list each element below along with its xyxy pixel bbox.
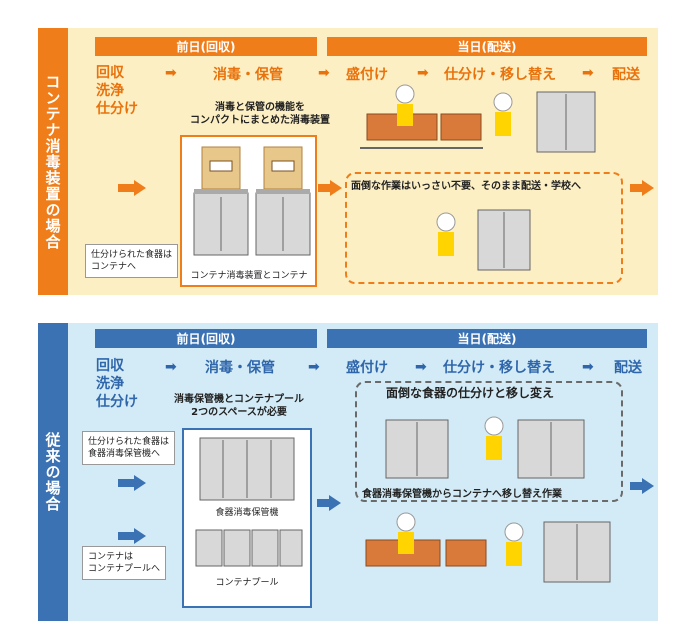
step-sort-transfer-bottom: 仕分け・移し替え: [443, 360, 555, 376]
serving-workers-bottom-illustration: [365, 512, 611, 583]
flow-arrow-icon: [118, 180, 146, 196]
dashed-box-bottom: [355, 381, 623, 502]
arrow-icon: ➡: [318, 65, 330, 81]
step-sort-transfer-top: 仕分け・移し替え: [444, 67, 556, 83]
arrow-icon: ➡: [165, 359, 177, 375]
note2-bottom: コンテナは コンテナプールへ: [82, 546, 167, 580]
sterilizer-machines-illustration: [193, 146, 311, 256]
header-prev-day-bottom: 前日(回収): [95, 329, 317, 348]
dashed-box-top: [345, 172, 623, 284]
container-pool-label: コンテナプール: [215, 578, 279, 588]
step-sterilize-store-top: 消毒・保管: [213, 67, 283, 83]
arrow-icon: ➡: [165, 65, 177, 81]
step-deliver-bottom: 配送: [614, 360, 642, 376]
flow-arrow-icon: [118, 475, 146, 491]
note1-bottom: 仕分けられた食器は 食器消毒保管機へ: [82, 431, 176, 465]
callout-bottom: 消毒保管機とコンテナプール 2つのスペースが必要: [174, 394, 304, 418]
step-serve-top: 盛付け: [346, 67, 388, 83]
dashed-caption-bottom: 食器消毒保管機からコンテナへ移し替え作業: [362, 489, 562, 500]
sterilizer-label: コンテナ消毒装置とコンテナ: [190, 271, 308, 281]
arrow-icon: ➡: [415, 359, 427, 375]
serving-workers-illustration: [360, 84, 596, 153]
flow-arrow-icon: [318, 180, 342, 196]
flow-arrow-icon: [630, 478, 654, 494]
dish-sterilizer-label: 食器消毒保管機: [215, 508, 279, 518]
side-title-top: コンテナ消毒装置の場合: [38, 28, 68, 295]
note-top: 仕分けられた食器は コンテナへ: [85, 244, 179, 278]
side-title-bottom: 従来の場合: [38, 323, 68, 621]
steps-collect-wash-sort-bottom: 回収 洗浄 仕分け: [96, 358, 138, 410]
flow-arrow-icon: [630, 180, 654, 196]
step-serve-bottom: 盛付け: [346, 360, 388, 376]
header-same-day-bottom: 当日(配送): [327, 329, 647, 348]
arrow-icon: ➡: [582, 65, 594, 81]
callout-top: 消毒と保管の機能を コンパクトにまとめた消毒装置: [190, 102, 330, 126]
header-prev-day-top: 前日(回収): [95, 37, 317, 56]
arrow-icon: ➡: [582, 359, 594, 375]
flow-arrow-icon: [118, 528, 146, 544]
arrow-icon: ➡: [417, 65, 429, 81]
header-same-day-top: 当日(配送): [327, 37, 647, 56]
arrow-icon: ➡: [308, 359, 320, 375]
flow-arrow-icon: [317, 495, 341, 511]
step-deliver-top: 配送: [612, 67, 640, 83]
steps-collect-wash-sort-top: 回収 洗浄 仕分け: [96, 65, 138, 117]
dashed-caption-top: 面倒な作業はいっさい不要、そのまま配送・学校へ: [351, 181, 581, 192]
transfer-worker-illustration: [385, 416, 585, 479]
delivery-worker-illustration: [436, 209, 531, 271]
dish-sterilizer-and-pool-illustration: [195, 437, 303, 567]
dashed-title-bottom: 面倒な食器の仕分けと移し変え: [386, 386, 555, 400]
step-sterilize-store-bottom: 消毒・保管: [205, 360, 275, 376]
